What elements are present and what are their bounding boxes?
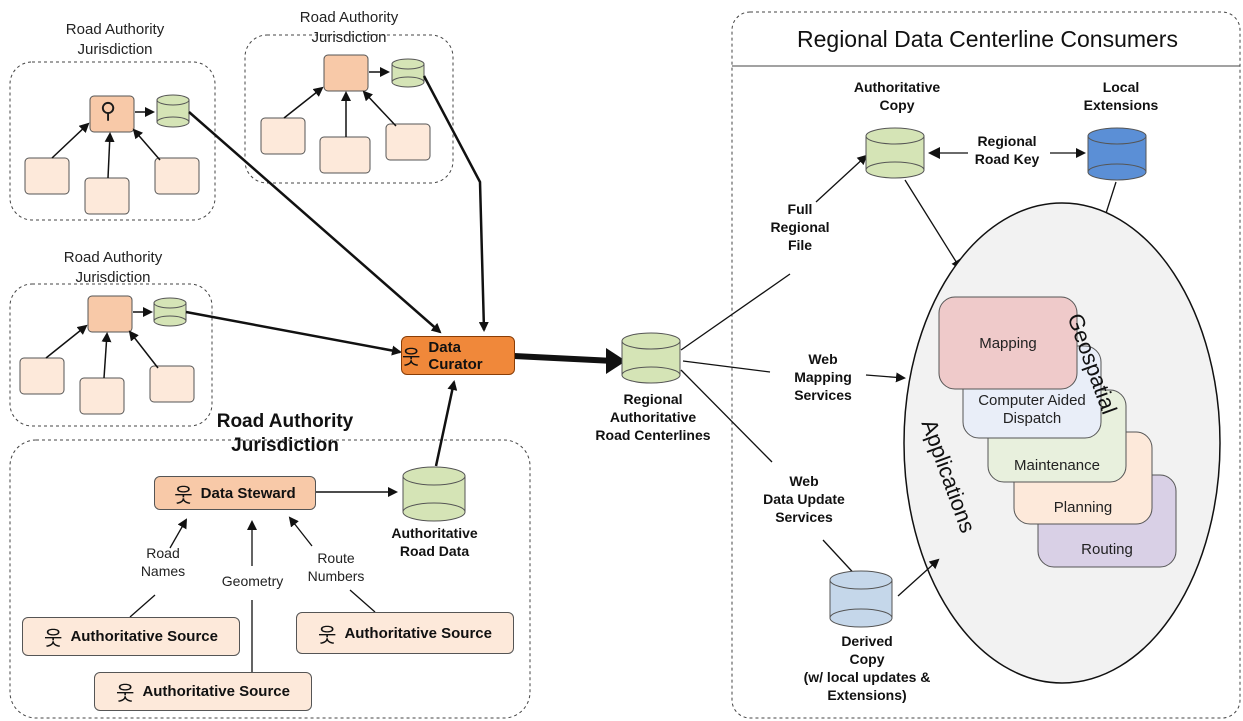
jurisdiction-container-1 [9,61,216,221]
jurisdiction-3-group [19,295,195,415]
jurisdiction-container-3 [9,283,213,427]
jurisdiction-container-main [9,439,531,719]
db-small-2 [391,58,425,88]
db-local-extensions [1087,127,1147,181]
db-authoritative-road-data [402,466,466,522]
jurisdiction-1-group [24,94,200,215]
db-derived-copy [829,570,893,628]
db-authoritative-copy [865,127,925,179]
db-small-1 [156,94,190,128]
app-box-mapping [938,296,1078,390]
consumers-panel [731,11,1241,719]
db-regional-centerlines [621,332,681,384]
db-small-3 [153,297,187,327]
jurisdiction-2-group [260,54,431,174]
